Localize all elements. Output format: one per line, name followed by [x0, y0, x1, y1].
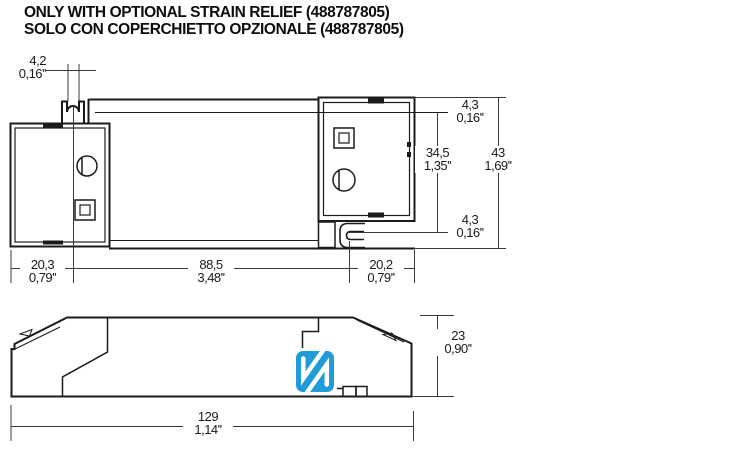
dim-slot-mm: 4,2 [29, 53, 46, 68]
dim-length-mm: 129 [197, 409, 219, 424]
side-profile-outline [10, 316, 413, 398]
top-view-dimension-lines [10, 64, 506, 283]
wire-hole-left [76, 155, 98, 177]
dim-seg-right-label: 20,2 0,79'' [358, 258, 404, 285]
drawing-title-line1: ONLY WITH OPTIONAL STRAIN RELIEF (488787… [24, 4, 390, 21]
dim-cover-width-mm: 34,5 [425, 145, 450, 160]
dim-seg-right-inch: 0,79'' [367, 269, 395, 285]
nfc-icon [293, 348, 337, 395]
dim-lip-bottom-inch: 0,16'' [456, 224, 484, 240]
dim-length-label: 129 1,14'' [183, 410, 233, 437]
dim-seg-left-inch: 0,79'' [28, 269, 57, 285]
cover-outline [87, 98, 448, 250]
dim-lip-bottom-label: 4,3 0,16'' [448, 213, 492, 240]
dim-cover-width-inch: 1,35'' [423, 157, 452, 173]
dim-seg-mid-mm: 88,5 [199, 257, 223, 272]
dim-height-label: 23 0,90'' [434, 329, 482, 356]
left-terminal-block [9, 122, 111, 248]
dim-slot-inch: 0,16'' [18, 65, 47, 81]
wire-hole-right [332, 168, 356, 192]
dim-cover-width-label: 34,5 1,35'' [415, 146, 460, 173]
dim-height-inch: 0,90'' [444, 340, 472, 356]
dim-seg-left-label: 20,3 0,79'' [20, 258, 65, 285]
dim-total-width-mm: 43 [491, 145, 505, 160]
dim-lip-top-inch: 0,16'' [456, 109, 484, 125]
side-profile-details [12, 318, 405, 398]
push-button-right [333, 127, 355, 149]
dim-height-mm: 23 [451, 328, 465, 343]
dim-seg-mid-inch: 3,48'' [197, 269, 225, 285]
dim-slot-label: 4,2 0,16'' [4, 53, 47, 81]
top-view-drawing [9, 64, 506, 283]
dim-length-inch: 1,14'' [194, 421, 222, 437]
dim-lip-top-mm: 4,3 [461, 97, 479, 112]
push-button-left [74, 199, 96, 221]
strain-relief-hook [317, 221, 365, 249]
dim-lip-top-label: 4,3 0,16'' [448, 97, 492, 125]
dim-seg-mid-label: 88,5 3,48'' [188, 258, 234, 285]
side-view-drawing [10, 315, 454, 441]
dim-total-width-inch: 1,69'' [484, 157, 512, 173]
right-terminal-block [317, 96, 416, 222]
dim-seg-right-mm: 20,2 [369, 257, 393, 272]
drawing-title-line2: SOLO CON COPERCHIETTO OPZIONALE (4887878… [24, 21, 404, 38]
dim-total-width-label: 43 1,69'' [477, 146, 519, 173]
dim-seg-left-mm: 20,3 [30, 257, 55, 272]
dim-lip-bottom-mm: 4,3 [461, 212, 479, 227]
